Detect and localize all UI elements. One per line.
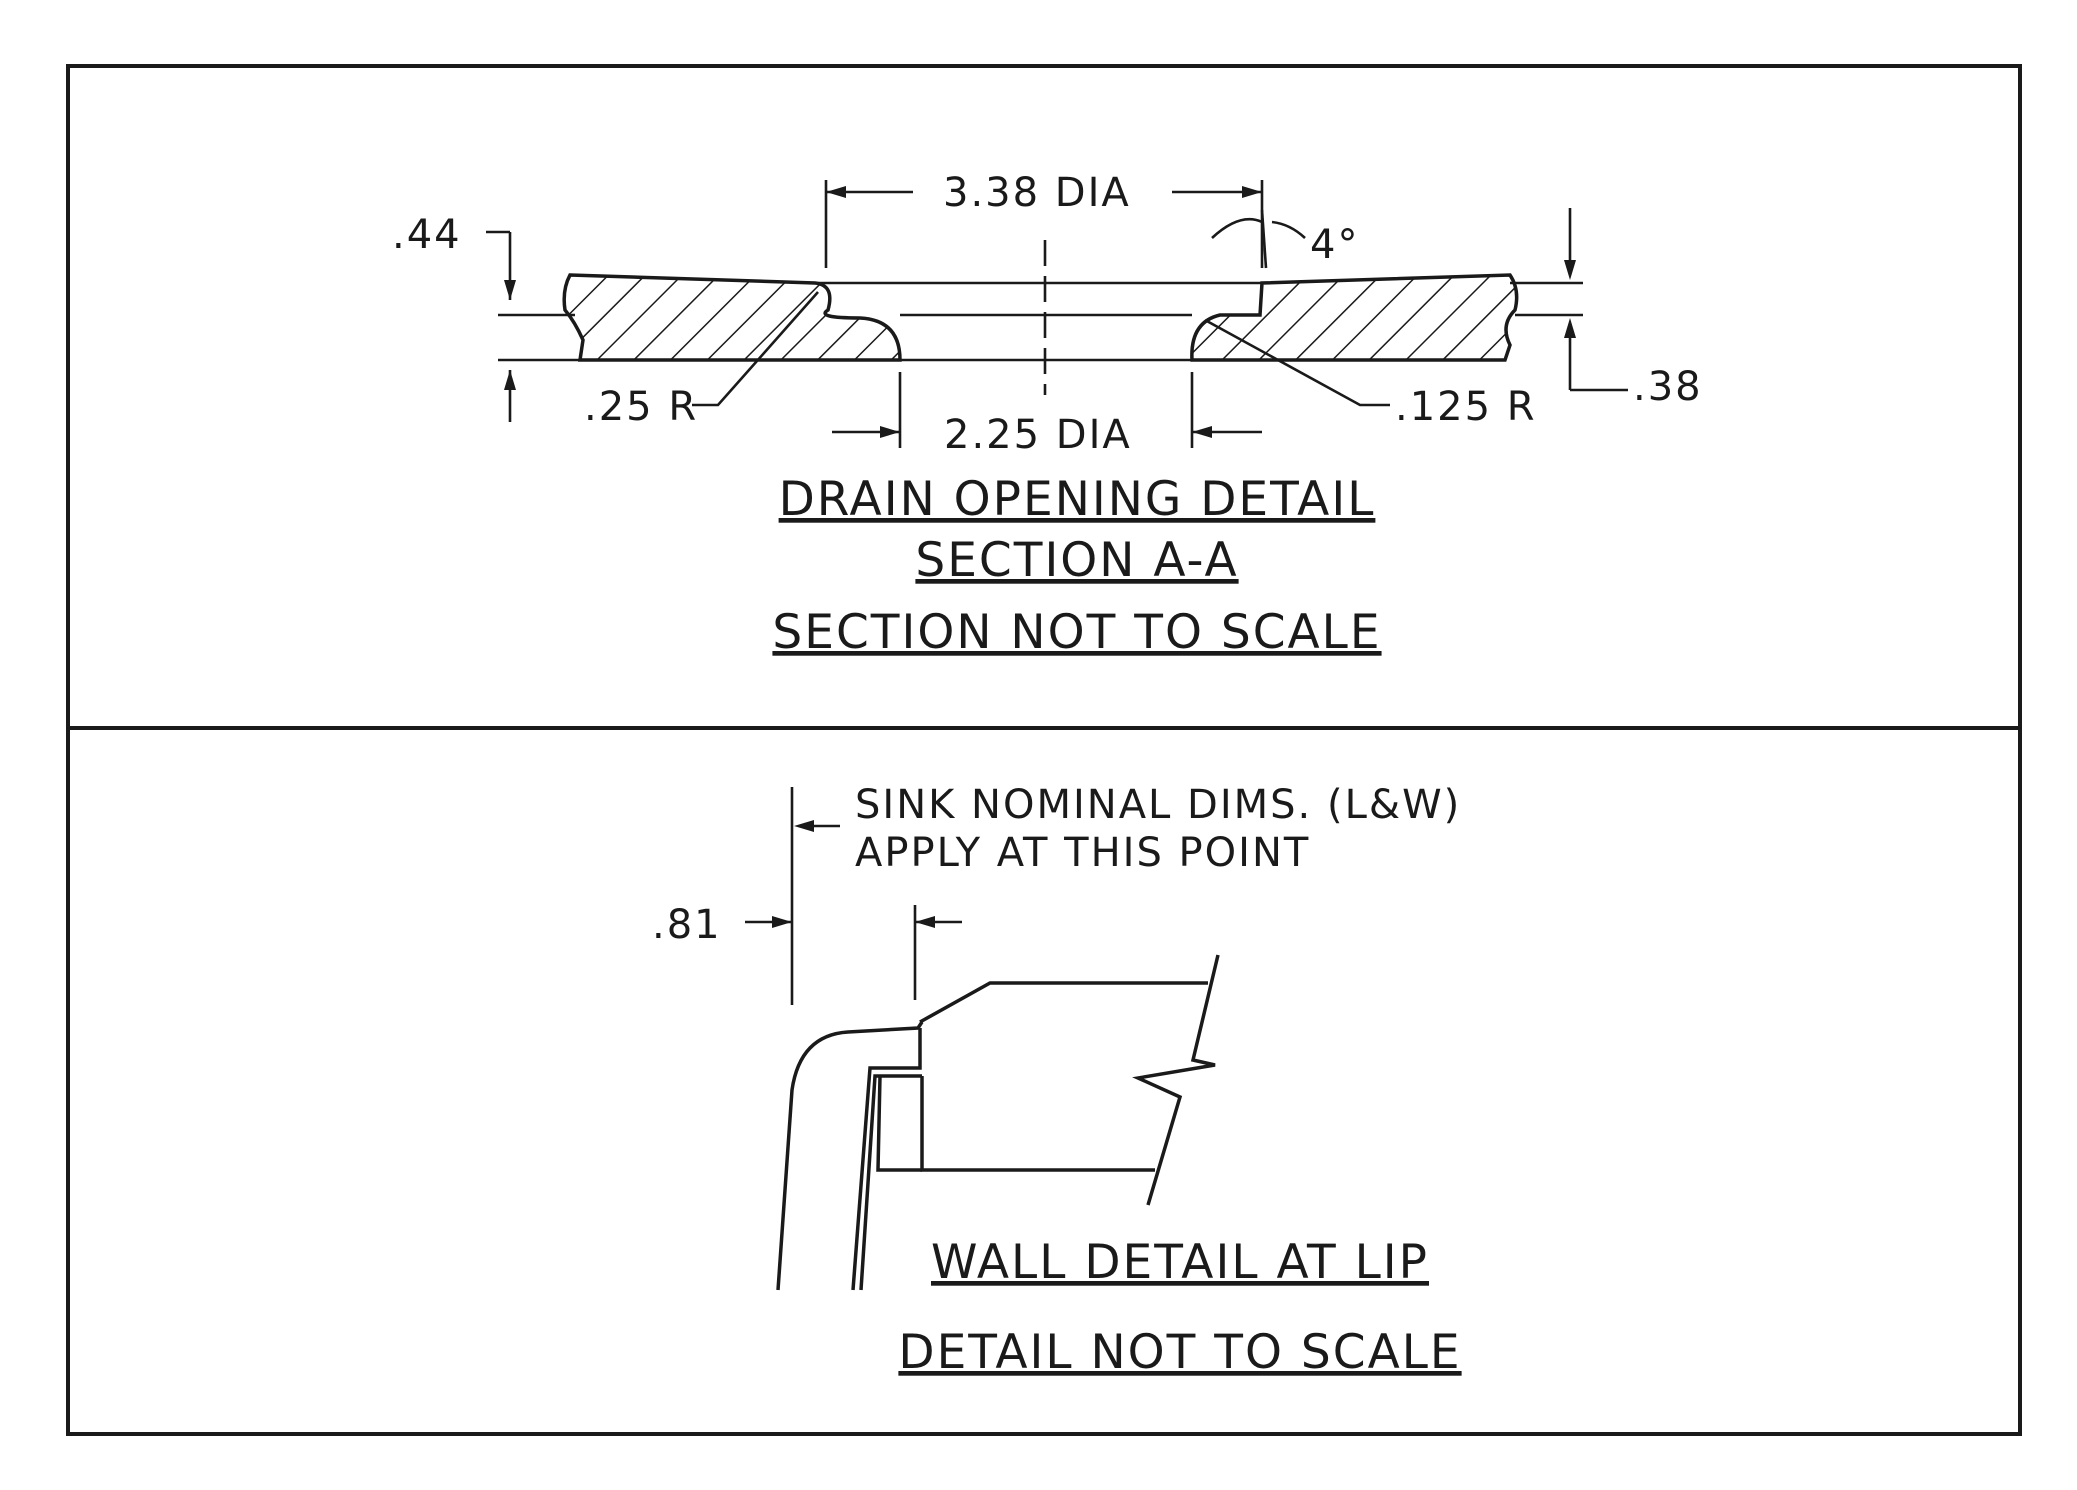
dim-top-dia-label: 3.38 DIA [943, 170, 1131, 216]
wall-detail: SINK NOMINAL DIMS. (L&W) APPLY AT THIS P… [652, 782, 1461, 1380]
drain-right-section [1190, 273, 1519, 362]
dim-left-arrow-top [504, 280, 516, 300]
dim-bottom-dia-label: 2.25 DIA [944, 412, 1132, 458]
wall-note-arrow [794, 820, 814, 832]
drain-title-line2: SECTION A-A [915, 533, 1238, 588]
counter-profile [919, 981, 1208, 1024]
dim-right-radius-leader [1204, 318, 1390, 407]
dim-left-radius-leader [692, 291, 819, 407]
counter-bottom-connector [876, 1075, 922, 1172]
wall-dim-label: .81 [652, 902, 722, 948]
drain-title-line3: SECTION NOT TO SCALE [772, 605, 1381, 660]
wall-note-line1: SINK NOMINAL DIMS. (L&W) [855, 782, 1461, 828]
wall-title-line1: WALL DETAIL AT LIP [931, 1235, 1429, 1290]
dim-angle-label: 4° [1310, 222, 1359, 268]
dim-right-radius-label: .125 R [1395, 384, 1537, 430]
dim-left-arrow-bottom [504, 370, 516, 390]
dim-right-height-label: .38 [1633, 364, 1703, 410]
drawing-frame [66, 64, 2022, 1436]
angle-arc [1211, 217, 1306, 239]
sink-wall-inner [851, 1028, 922, 1291]
dim-right-arrow-bottom [1564, 318, 1576, 338]
dim-bottom-arrow-right [1192, 426, 1212, 438]
dim-top-arrow-right [1242, 186, 1262, 198]
angle-ref-line [1260, 209, 1268, 269]
sink-wall-outer [776, 1021, 924, 1291]
dim-left-height-label: .44 [392, 212, 462, 258]
drain-opening-section: 3.38 DIA 4° .44 .25 R 2.25 DIA .125 R .3 [392, 170, 1703, 660]
wall-note-line2: APPLY AT THIS POINT [855, 830, 1310, 876]
drain-left-section [562, 273, 902, 362]
dim-bottom-arrow-left [880, 426, 900, 438]
break-line [1132, 954, 1220, 1206]
dim-top-arrow-left [826, 186, 846, 198]
wall-dim-arrow-left [772, 916, 792, 928]
dim-left-radius-label: .25 R [584, 384, 698, 430]
dim-right-arrow-top [1564, 260, 1576, 280]
wall-dim-arrow-right [915, 916, 935, 928]
wall-title-line2: DETAIL NOT TO SCALE [898, 1325, 1461, 1380]
counter-bottom [920, 1076, 1155, 1172]
drain-title-line1: DRAIN OPENING DETAIL [779, 472, 1376, 527]
sink-wall-inner-offset [859, 1074, 922, 1291]
